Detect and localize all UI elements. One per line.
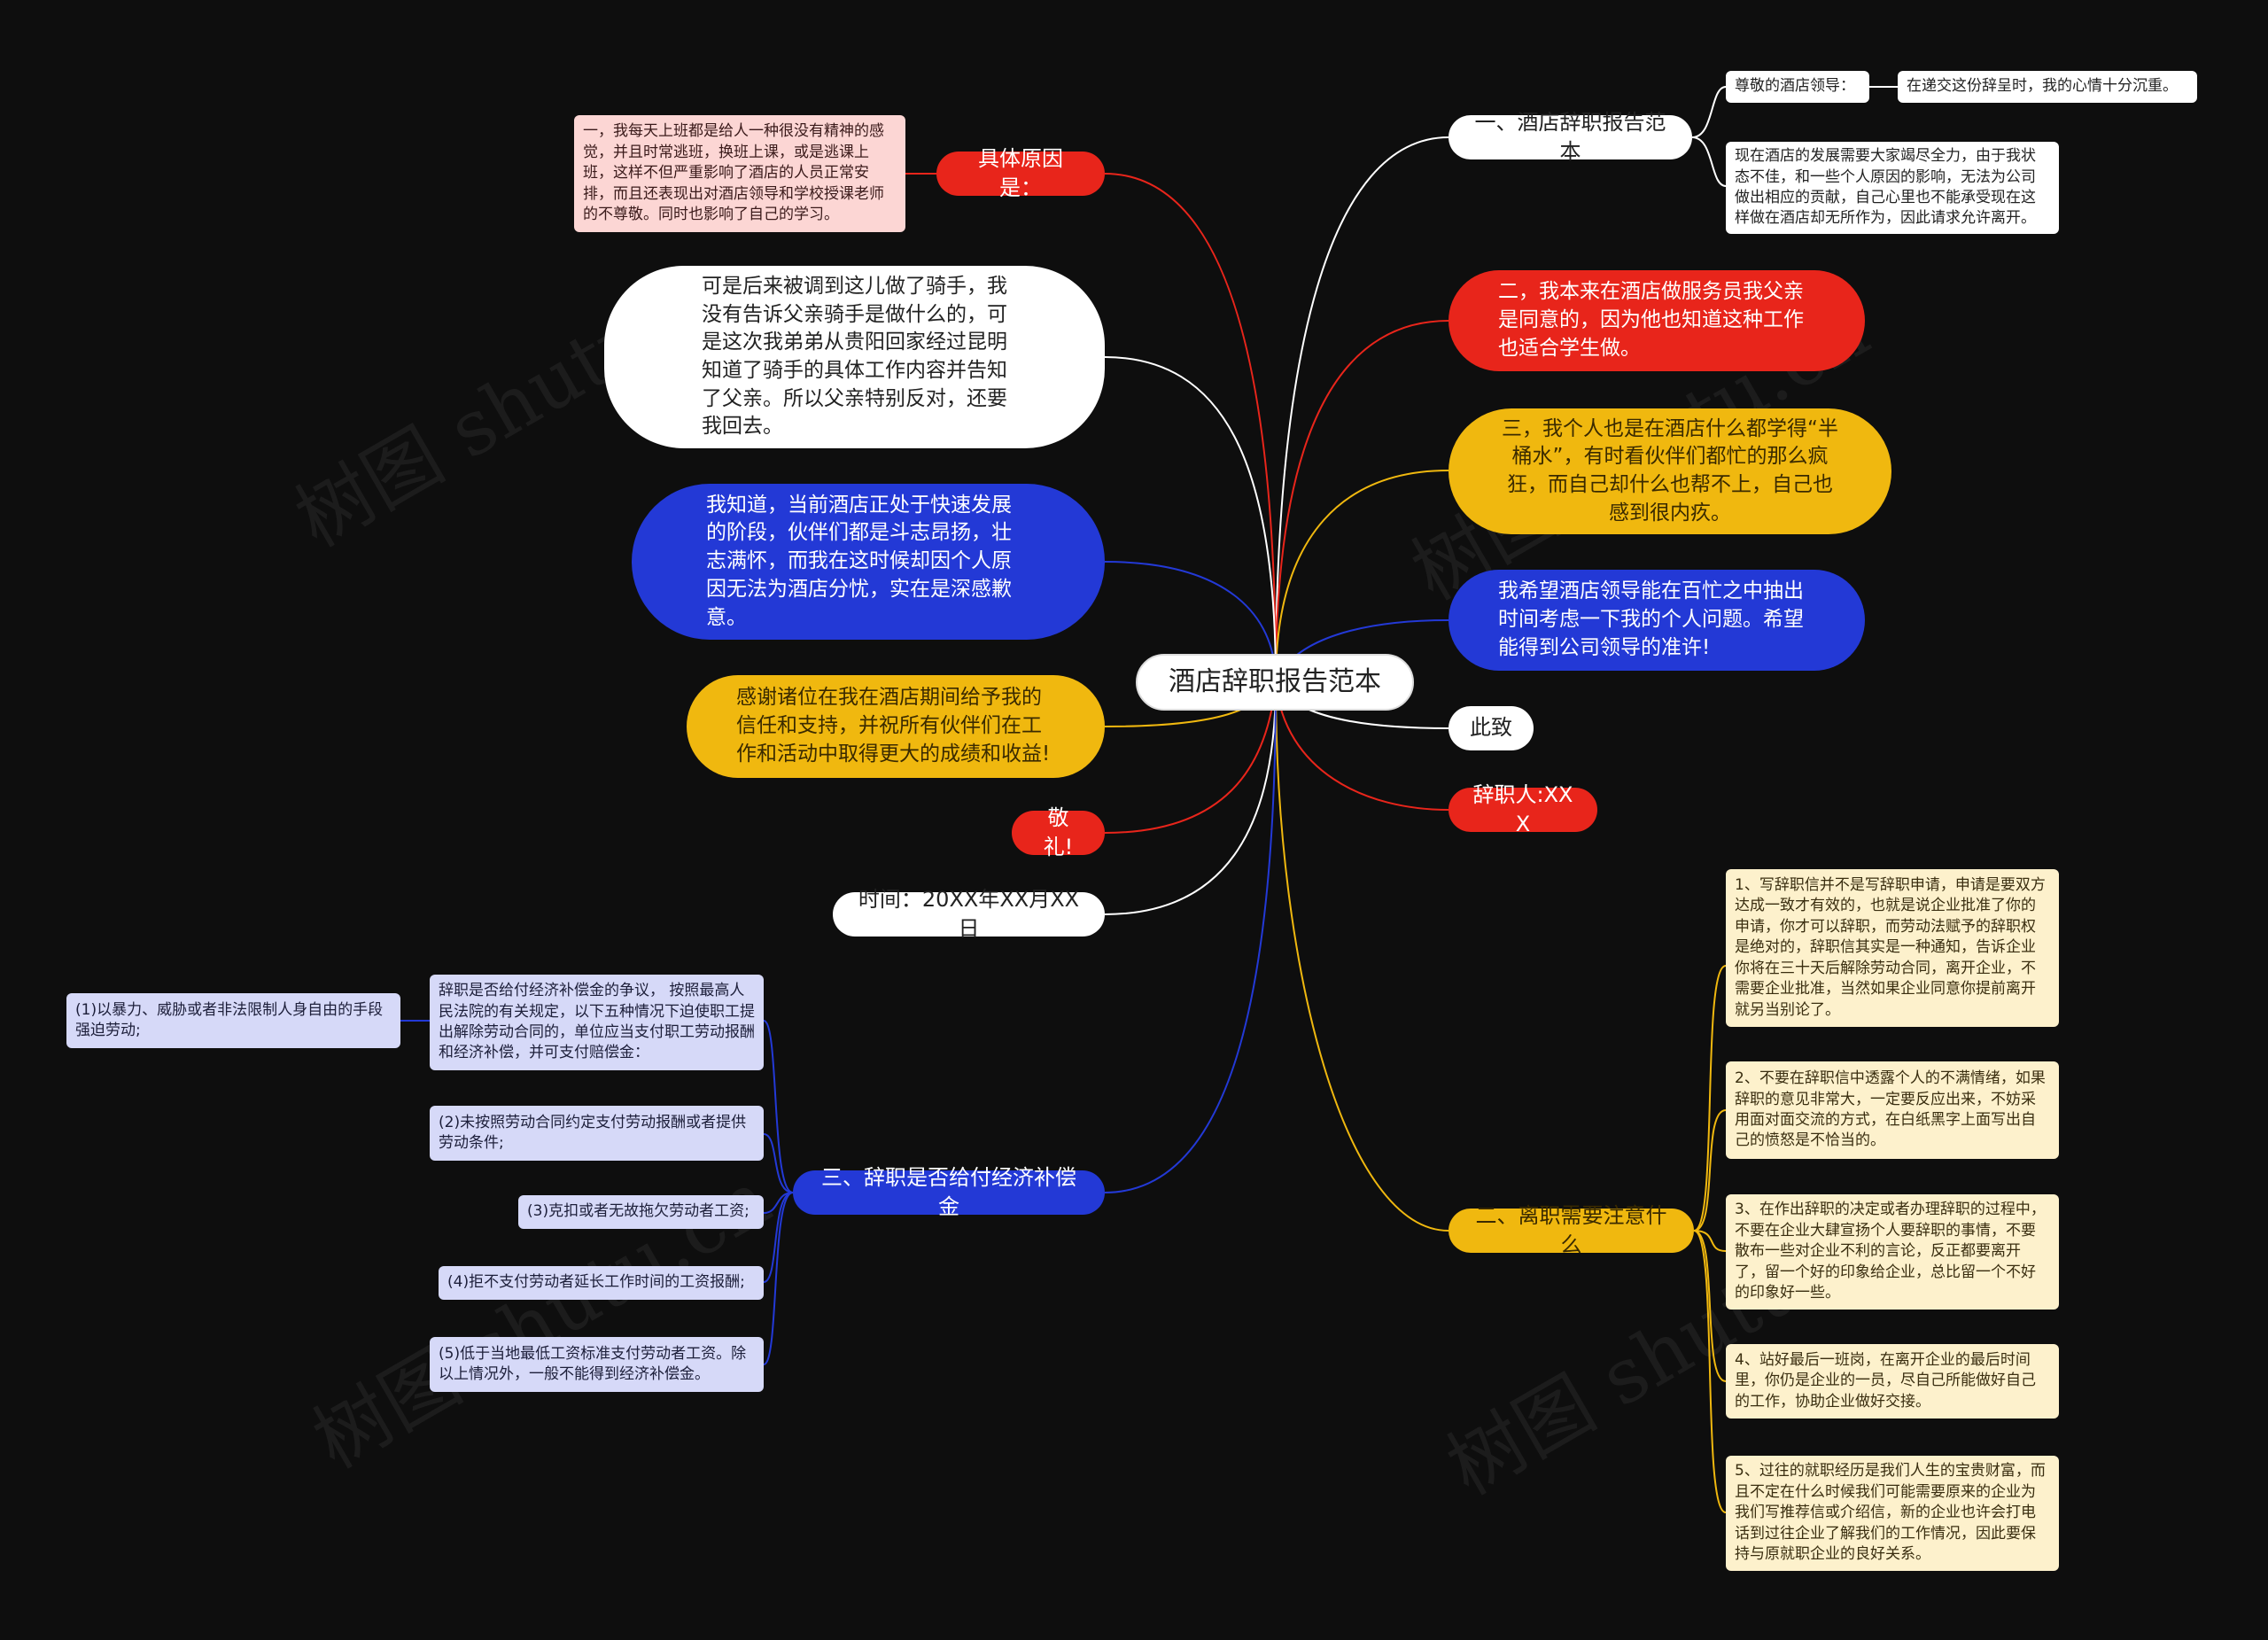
link-resigner [1275,681,1449,811]
link-comp-intro [763,1020,794,1193]
cizhi-node[interactable]: 此致 [1449,706,1534,750]
link-comp-two [763,1133,794,1193]
link-section-two [1275,681,1449,1232]
thanks-node[interactable]: 感谢诸位在我在酒店期间给予我的信任和支持，并祝所有伙伴们在工作和活动中取得更大的… [687,675,1105,778]
salutation-node[interactable]: 尊敬的酒店领导： [1726,71,1869,103]
link-tip-1 [1693,965,1727,1232]
tip-2-node[interactable]: 2、不要在辞职信中透露个人的不满情绪，如果辞职的意见非常大，一定要反应出来，不妨… [1726,1061,2059,1159]
tip-4-node[interactable]: 4、站好最后一班岗，在离开企业的最后时间里，你仍是企业的一员，尽自己所能做好自己… [1726,1344,2059,1418]
tip-1-node[interactable]: 1、写辞职信并不是写辞职申请，申请是要双方达成一致才有效的，也就是说企业批准了你… [1726,869,2059,1027]
knowing-node[interactable]: 我知道，当前酒店正处于快速发展的阶段，伙伴们都是斗志昂扬，壮志满怀，而我在这时候… [632,484,1105,640]
link-letter-title [1275,136,1449,683]
tip-5-node[interactable]: 5、过往的就职经历是我们人生的宝贵财富，而且不定在什么时候我们可能需要原来的企业… [1726,1456,2059,1571]
link-tip-4 [1693,1230,1727,1382]
link-salutation [1691,86,1727,138]
section-two-node[interactable]: 二、离职需要注意什么 [1449,1203,1694,1257]
rider-node[interactable]: 可是后来被调到这儿做了骑手，我没有告诉父亲骑手是做什么的，可是这次我弟弟从贵阳回… [604,266,1105,448]
reason-label-node[interactable]: 具体原因是： [936,146,1105,200]
body-note-node[interactable]: 现在酒店的发展需要大家竭尽全力，由于我状态不佳，和一些个人原因的影响，无法为公司… [1726,142,2059,234]
link-date [1104,681,1277,915]
section-three-node[interactable]: 三、辞职是否给付经济补偿金 [793,1165,1105,1219]
link-rider [1104,356,1277,683]
tip-3-node[interactable]: 3、在作出辞职的决定或者办理辞职的过程中，不要在企业大肆宣扬个人要辞职的事情，不… [1726,1194,2059,1310]
letter-title-node[interactable]: 一、酒店辞职报告范本 [1449,110,1692,164]
comp-three-node[interactable]: (3)克扣或者无故拖欠劳动者工资; [518,1195,764,1229]
link-tip-2 [1693,1109,1727,1232]
comp-four-node[interactable]: (4)拒不支付劳动者延长工作时间的工资报酬; [439,1266,764,1300]
root-topic[interactable]: 酒店辞职报告范本 [1136,654,1414,711]
point-three-node[interactable]: 三，我个人也是在酒店什么都学得“半桶水”，有时看伙伴们都忙的那么疯狂，而自己却什… [1449,408,1891,534]
link-reason [1104,173,1277,683]
hope-node[interactable]: 我希望酒店领导能在百忙之中抽出时间考虑一下我的个人问题。希望能得到公司领导的准许… [1449,570,1865,671]
point-two-node[interactable]: 二，我本来在酒店做服务员我父亲是同意的，因为他也知道这种工作也适合学生做。 [1449,270,1865,371]
resigner-node[interactable]: 辞职人:XXX [1449,782,1597,836]
link-tip-3 [1693,1230,1727,1252]
link-body-note [1691,136,1727,187]
link-comp-four [763,1192,794,1283]
link-point-two [1275,320,1449,683]
salute-node[interactable]: 敬礼! [1012,805,1105,859]
comp-five-node[interactable]: (5)低于当地最低工资标准支付劳动者工资。除以上情况外，一般不能得到经济补偿金。 [430,1337,764,1392]
link-tip-5 [1693,1230,1727,1513]
link-salute [1104,681,1277,834]
comp-one-node[interactable]: (1)以暴力、威胁或者非法限制人身自由的手段强迫劳动; [66,993,400,1048]
comp-intro-node[interactable]: 辞职是否给付经济补偿金的争议， 按照最高人民法院的有关规定，以下五种情况下迫使职… [430,975,764,1070]
link-point-three [1275,470,1449,683]
link-section-three [1104,681,1277,1193]
date-node[interactable]: 时间：20XX年XX月XX日 [833,887,1105,941]
comp-two-node[interactable]: (2)未按照劳动合同约定支付劳动报酬或者提供劳动条件; [430,1106,764,1161]
opening-node[interactable]: 在递交这份辞呈时，我的心情十分沉重。 [1898,71,2197,103]
reason-note-node[interactable]: 一，我每天上班都是给人一种很没有精神的感觉，并且时常逃班，换班上课，或是逃课上班… [574,115,905,232]
link-comp-five [763,1192,794,1365]
